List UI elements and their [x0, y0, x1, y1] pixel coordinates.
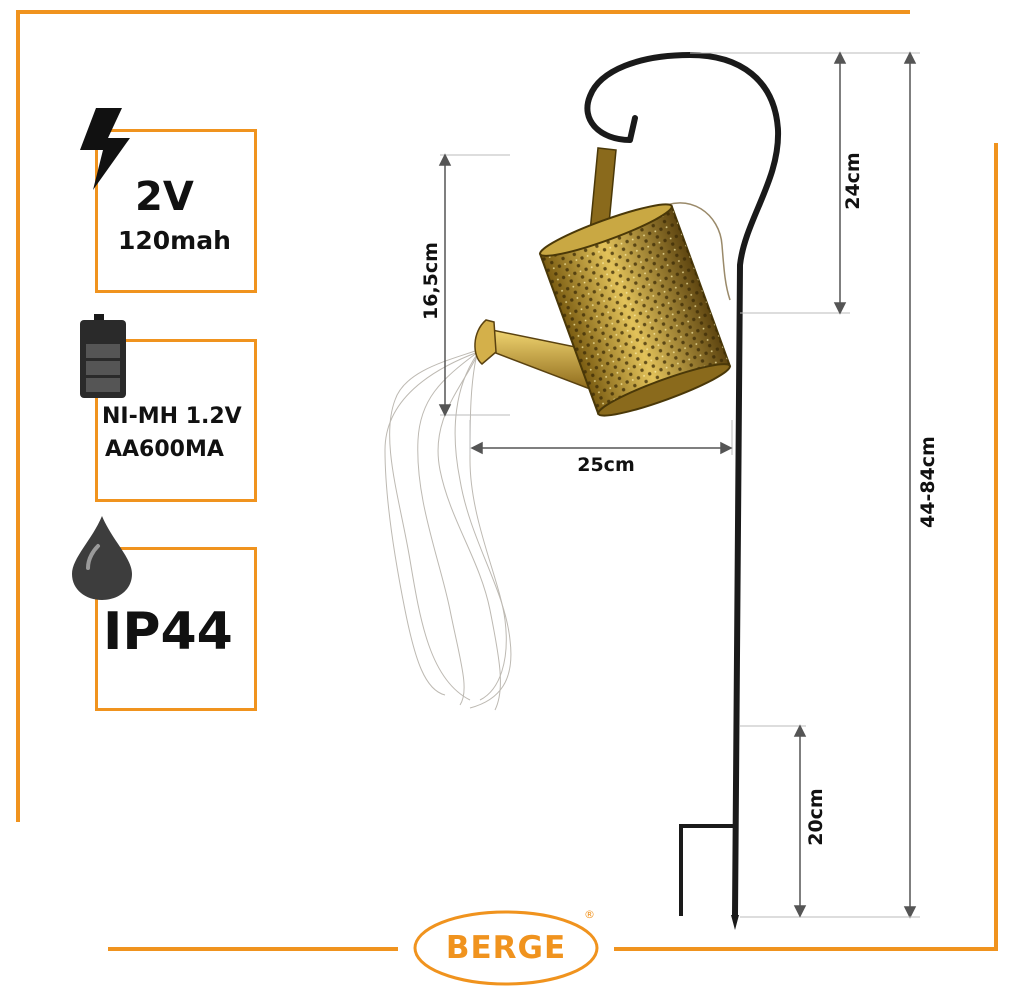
battery-size: AA600MA: [105, 437, 224, 462]
frame-bottom-line-right: [614, 947, 998, 951]
can-width-label: 25cm: [577, 454, 635, 476]
waterproof-spec-box: [95, 547, 257, 711]
hook-height-label: 24cm: [842, 152, 864, 210]
string-lights: [384, 349, 512, 711]
power-capacity: 120mah: [118, 226, 231, 255]
brand-logo: BERGE: [413, 910, 599, 986]
frame-right-line: [994, 143, 998, 951]
battery-icon: [80, 314, 126, 398]
watering-can: [474, 147, 732, 417]
shepherd-hook-pole: [584, 52, 782, 930]
logo-oval: [413, 910, 599, 986]
frame-bottom-line-left: [108, 947, 398, 951]
power-spec-box: [95, 129, 257, 293]
total-height-label: 44-84cm: [917, 436, 939, 528]
can-height-label: 16,5cm: [420, 242, 442, 320]
frame-top-line: [18, 10, 910, 14]
frame-left-line: [16, 10, 20, 822]
brand-name: BERGE: [445, 930, 567, 966]
battery-type: NI-MH 1.2V: [102, 404, 242, 429]
stake-depth-label: 20cm: [805, 788, 827, 846]
power-voltage: 2V: [135, 174, 194, 220]
ip-rating: IP44: [103, 602, 233, 662]
lightning-icon: [80, 108, 130, 190]
dimension-lines: [438, 51, 920, 919]
registered-mark: ®: [584, 908, 595, 921]
water-drop-icon: [72, 516, 132, 600]
